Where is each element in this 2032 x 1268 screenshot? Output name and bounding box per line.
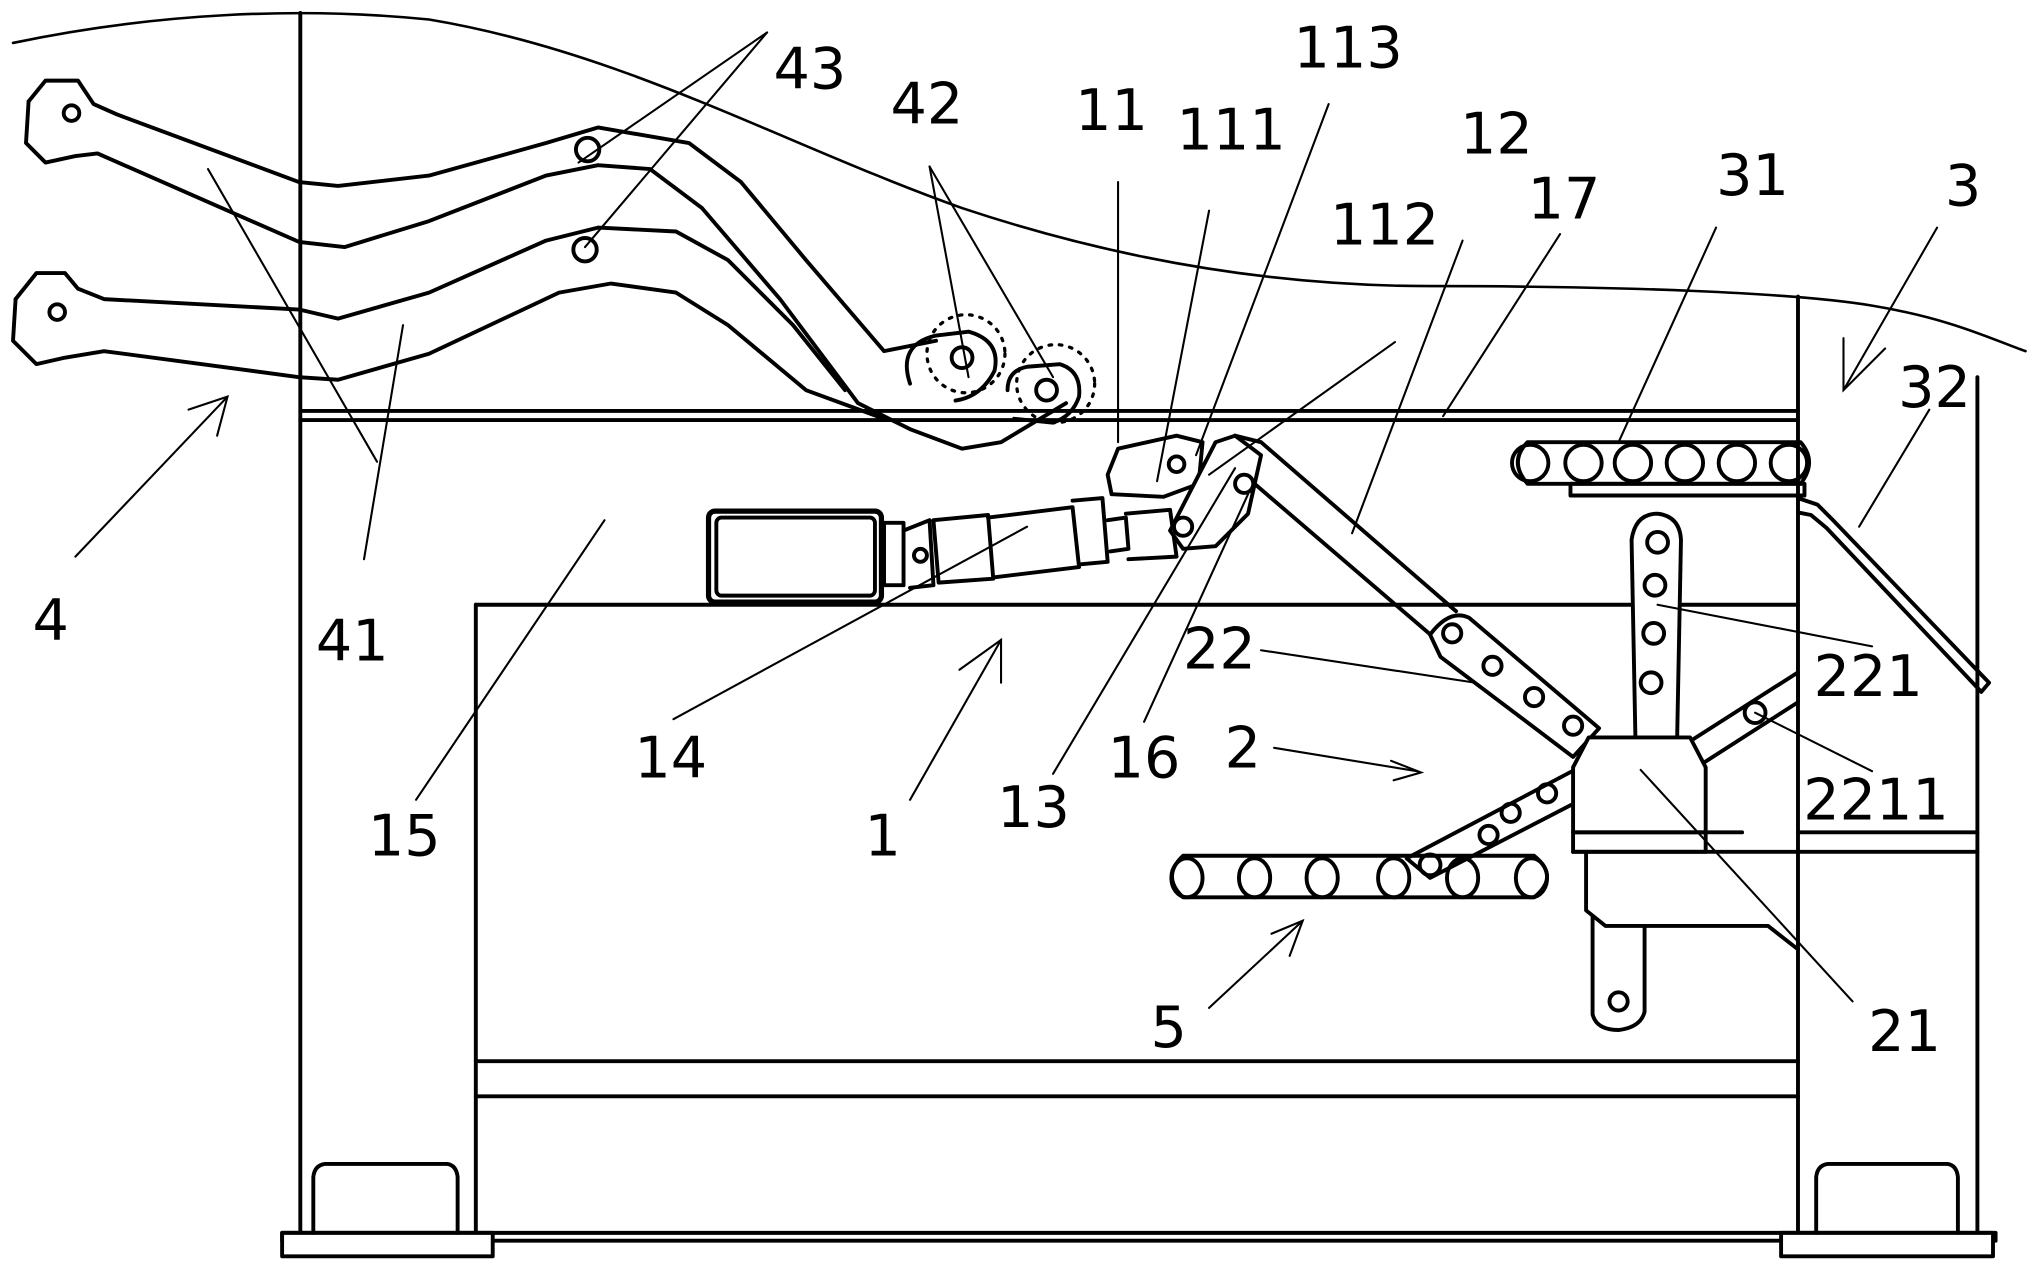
- label-111: 111: [1177, 98, 1286, 164]
- rotary-arm-22: [1428, 613, 1602, 759]
- label-16: 16: [1108, 726, 1181, 792]
- label-43: 43: [774, 36, 847, 102]
- label-221: 221: [1814, 644, 1923, 710]
- label-12: 12: [1460, 101, 1533, 167]
- discharge-conveyor-5: [1169, 852, 1550, 900]
- roller-42-right: [1005, 343, 1097, 425]
- linkage-11: [1105, 433, 1264, 551]
- label-113: 113: [1294, 16, 1403, 82]
- push-bar-12: [1233, 433, 1459, 642]
- hydraulic-cylinder: [882, 496, 1179, 590]
- feed-conveyor-31: [1510, 440, 1811, 498]
- label-13: 13: [997, 775, 1070, 841]
- label-14: 14: [634, 726, 707, 792]
- rotary-arm-221: [1629, 511, 1683, 744]
- label-41: 41: [316, 609, 389, 675]
- label-22: 22: [1183, 616, 1256, 682]
- label-2211: 2211: [1803, 767, 1949, 833]
- chute-32: [1796, 496, 1992, 694]
- label-112: 112: [1330, 192, 1439, 258]
- link-arm-lower: [11, 225, 886, 421]
- link-arm-upper: [24, 78, 1069, 451]
- label-31: 31: [1716, 143, 1789, 209]
- label-1: 1: [865, 804, 901, 870]
- label-5: 5: [1151, 995, 1187, 1061]
- label-17: 17: [1528, 166, 1601, 232]
- label-42: 42: [891, 72, 964, 138]
- label-15: 15: [368, 804, 441, 870]
- hanging-bracket: [1584, 849, 1800, 1032]
- label-21: 21: [1868, 999, 1941, 1065]
- roller-42-left: [904, 313, 1007, 403]
- label-4: 4: [33, 588, 69, 654]
- label-11: 11: [1075, 78, 1148, 144]
- material-sheet-curve: [11, 11, 2027, 353]
- motor-box: [705, 508, 885, 605]
- label-2: 2: [1225, 715, 1261, 781]
- label-3: 3: [1945, 153, 1981, 219]
- label-32: 32: [1898, 355, 1971, 421]
- leader-lines: [74, 31, 1939, 1009]
